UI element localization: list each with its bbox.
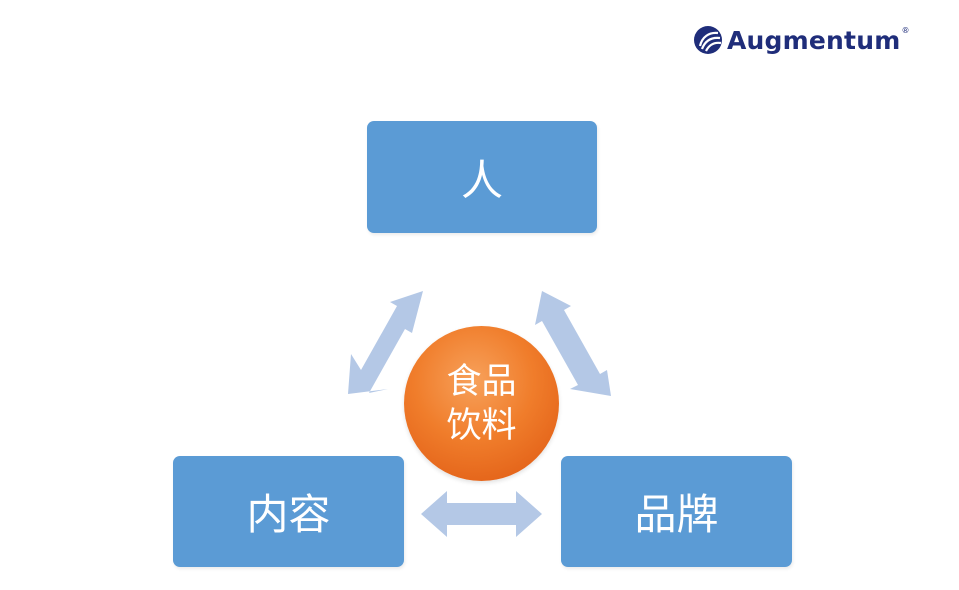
center-circle: 食品 饮料: [404, 326, 559, 481]
node-person-label: 人: [460, 155, 503, 205]
node-person: 人: [367, 121, 597, 233]
augmentum-logo: Augmentum ®: [693, 20, 909, 60]
logo-wordmark: Augmentum: [727, 25, 901, 55]
arrow-person-brand: [535, 291, 611, 396]
node-brand: 品牌: [561, 456, 792, 567]
node-brand-label: 品牌: [634, 490, 719, 539]
logo-registered-mark: ®: [901, 26, 910, 35]
node-content: 内容: [173, 456, 404, 567]
arrow-person-content: [348, 291, 423, 394]
node-content-label: 内容: [246, 490, 331, 539]
arrow-content-brand: [421, 491, 542, 537]
augmentum-logo-icon: [694, 26, 722, 54]
center-label-line1: 食品: [446, 361, 517, 402]
center-label-line2: 饮料: [446, 405, 517, 446]
